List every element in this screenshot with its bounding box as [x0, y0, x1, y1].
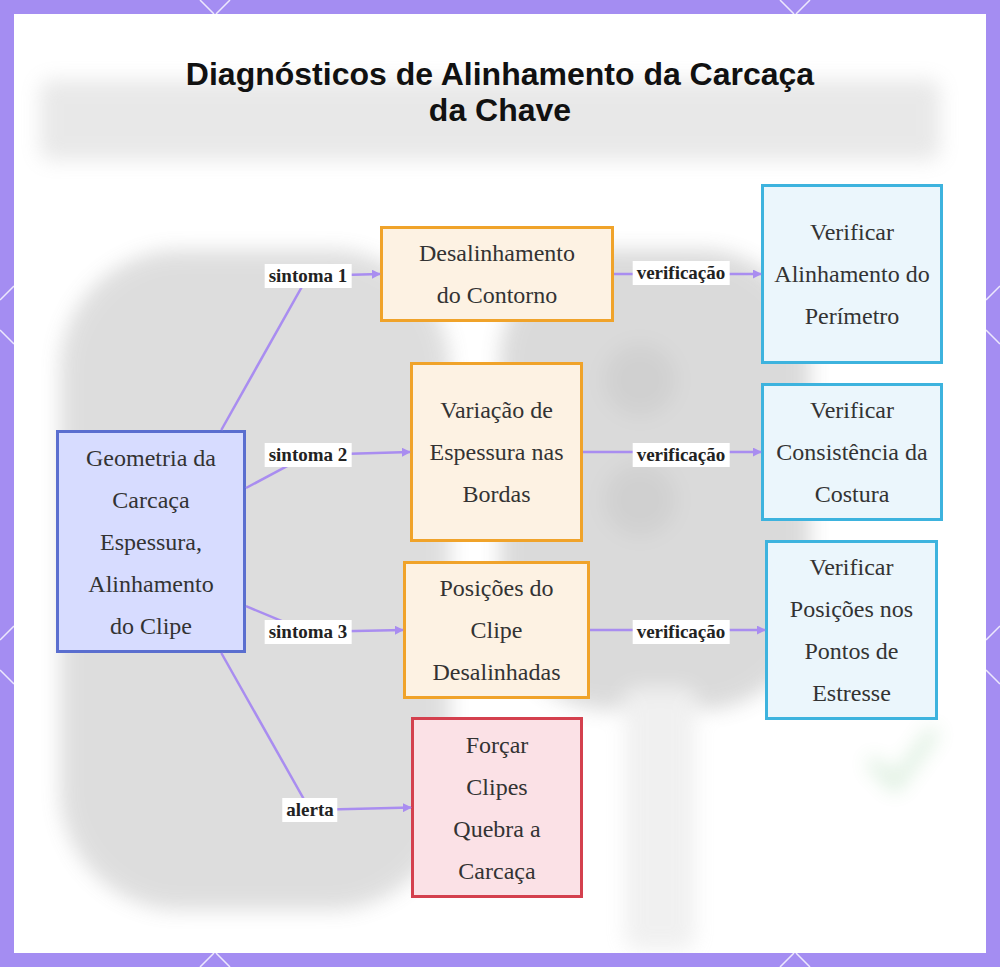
node-text: Desalinhamento do Contorno: [413, 232, 581, 316]
edge-label: sintoma 2: [265, 443, 352, 467]
symptom-box: Posições do Clipe Desalinhadas: [403, 561, 590, 699]
warning-box: Forçar Clipes Quebra a Carcaça: [411, 717, 583, 898]
symptom-box: Desalinhamento do Contorno: [380, 226, 614, 322]
edge-label: sintoma 1: [265, 264, 352, 288]
symptom-box: Variação de Espessura nas Bordas: [410, 362, 583, 542]
connector-arrow: [221, 274, 380, 430]
check-box: Verificar Posições nos Pontos de Estress…: [765, 540, 938, 720]
connector-arrow: [221, 653, 411, 810]
node-text: Verificar Alinhamento do Perímetro: [774, 211, 930, 337]
diagram-title: Diagnósticos de Alinhamento da Carcaça d…: [170, 56, 830, 128]
check-box: Verificar Consistência da Costura: [761, 383, 943, 521]
edge-label: verificação: [633, 261, 730, 285]
edge-label: verificação: [633, 620, 730, 644]
check-box: Verificar Alinhamento do Perímetro: [761, 184, 943, 364]
source-box: Geometria da Carcaça Espessura, Alinhame…: [56, 430, 246, 653]
edge-label: sintoma 3: [265, 620, 352, 644]
node-text: Geometria da Carcaça Espessura, Alinhame…: [81, 437, 221, 647]
edge-label: verificação: [633, 443, 730, 467]
edge-label: alerta: [282, 798, 337, 822]
node-text: Variação de Espessura nas Bordas: [423, 389, 570, 515]
node-text: Posições do Clipe Desalinhadas: [416, 567, 577, 693]
node-text: Verificar Consistência da Costura: [772, 389, 932, 515]
node-text: Forçar Clipes Quebra a Carcaça: [434, 724, 560, 892]
page-frame: [7, 7, 993, 960]
node-text: Verificar Posições nos Pontos de Estress…: [778, 546, 925, 714]
